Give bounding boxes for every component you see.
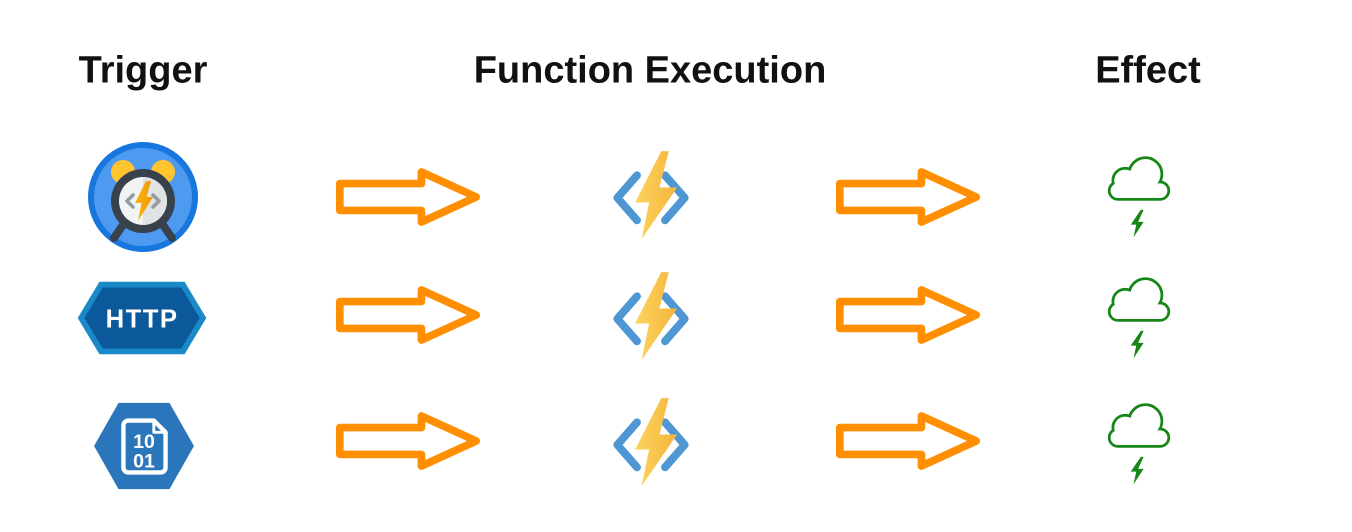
timer-trigger-icon xyxy=(88,142,198,252)
flow-arrow-icon xyxy=(335,168,481,226)
row-2-trigger-cell: HTTP xyxy=(77,278,207,358)
binary-digits-line2: 01 xyxy=(133,451,155,473)
binary-digits-line1: 10 xyxy=(133,431,155,453)
row-3-arrow-2-cell xyxy=(835,411,981,471)
row-1-trigger-cell xyxy=(87,141,199,253)
column-header-effect: Effect xyxy=(1095,49,1201,92)
azure-functions-icon xyxy=(613,398,689,486)
cloud-lightning-icon xyxy=(1107,277,1171,359)
http-trigger-icon: HTTP xyxy=(77,281,207,355)
row-1-effect-cell xyxy=(1106,152,1172,244)
row-3-effect-cell xyxy=(1106,399,1172,491)
http-label: HTTP xyxy=(106,306,179,334)
flow-arrow-icon xyxy=(835,412,981,470)
row-2-effect-cell xyxy=(1106,273,1172,365)
column-header-trigger: Trigger xyxy=(78,49,208,92)
azure-functions-icon xyxy=(613,151,689,239)
row-3-arrow-1-cell xyxy=(335,411,481,471)
column-header-function-execution: Function Execution xyxy=(473,49,827,92)
row-1-arrow-2-cell xyxy=(835,167,981,227)
flow-arrow-icon xyxy=(335,412,481,470)
row-2-arrow-1-cell xyxy=(335,285,481,345)
row-3-function-cell xyxy=(608,395,694,489)
row-1-arrow-1-cell xyxy=(335,167,481,227)
flow-arrow-icon xyxy=(835,286,981,344)
cloud-lightning-icon xyxy=(1107,403,1171,485)
row-2-arrow-2-cell xyxy=(835,285,981,345)
row-3-trigger-cell: 10 01 xyxy=(91,398,197,494)
azure-functions-icon xyxy=(613,272,689,360)
flow-arrow-icon xyxy=(335,286,481,344)
flow-arrow-icon xyxy=(835,168,981,226)
binary-data-trigger-icon: 10 01 xyxy=(94,402,194,490)
row-1-function-cell xyxy=(608,148,694,242)
cloud-lightning-icon xyxy=(1107,156,1171,238)
row-2-function-cell xyxy=(608,269,694,363)
